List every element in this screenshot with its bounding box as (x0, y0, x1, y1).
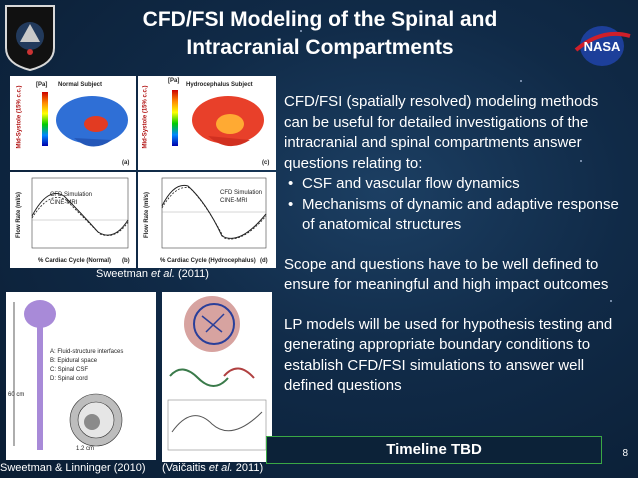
star (520, 80, 522, 82)
flow-plot-normal (31, 177, 129, 249)
figure-spine-model: 60 cm A: Fluid-structure interfaces B: E… (6, 292, 156, 460)
legend-cfd: CFD Simulation (220, 190, 263, 196)
spine-legend-a: A: Fluid-structure interfaces (50, 349, 124, 355)
bullet-item: Mechanisms of dynamic and adaptive respo… (288, 195, 626, 236)
x-axis-label-normal: % Cardiac Cycle (Normal) (38, 258, 112, 264)
page-number: 8 (622, 448, 628, 459)
spine-geometry-render (13, 300, 56, 450)
figure-hydrocephalus-subject: Hydrocephalus Subject [Pa] Mid-Systole (… (138, 76, 276, 170)
caption-sweetman-2011: Sweetman et al. (2011) (96, 268, 209, 280)
spine-legend-d: D: Spinal cord (50, 376, 88, 382)
figure-label-b: (b) (122, 258, 130, 264)
figure-label-c: (c) (262, 160, 270, 166)
y-axis-label: Flow Rate (ml/s) (144, 191, 151, 239)
spine-legend-c: C: Spinal CSF (50, 367, 89, 373)
mid-systole-label: Mid-Systole (15% c.c.) (142, 85, 149, 149)
colorbar (172, 90, 178, 146)
hydro-subject-label: Hydrocephalus Subject (186, 82, 253, 88)
figure-vascular-network (162, 292, 272, 462)
caption-vaicaitis: (Vaičaitis et al. 2011) (162, 462, 264, 474)
legend-cine: CINE-MRI (50, 200, 78, 206)
y-axis-label: Flow Rate (ml/s) (16, 191, 23, 239)
figure-normal-subject: Normal Subject [Pa] Mid-Systole (15% c.c… (10, 76, 136, 170)
star (610, 300, 612, 302)
pressure-unit: [Pa] (36, 82, 48, 88)
spine-cross-section (69, 393, 123, 447)
pressure-unit: [Pa] (168, 78, 180, 84)
mid-systole-label: Mid-Systole (15% c.c.) (16, 85, 23, 149)
star (300, 30, 302, 32)
caption-sweetman-linninger: Sweetman & Linninger (2010) (0, 462, 146, 474)
spine-legend-b: B: Epidural space (50, 358, 98, 364)
title-line-2: Intracranial Compartments (186, 36, 454, 59)
mission-patch-logo (5, 5, 55, 72)
nasa-logo: NASA (574, 26, 631, 66)
body-text: CFD/FSI (spatially resolved) modeling me… (284, 92, 626, 397)
colorbar (42, 92, 48, 146)
legend-cine: CINE-MRI (220, 198, 248, 204)
legend-cfd: CFD Simulation (50, 192, 93, 198)
figure-flow-hydrocephalus: Flow Rate (ml/s) CFD Simulation CINE-MRI… (138, 172, 276, 268)
svg-text:NASA: NASA (584, 39, 621, 54)
spine-legend: A: Fluid-structure interfaces B: Epidura… (50, 348, 123, 384)
title-line-1: CFD/FSI Modeling of the Spinal and (142, 8, 498, 31)
flow-plot-hydrocephalus (161, 177, 267, 249)
spine-width-label: 1.2 cm (76, 446, 95, 452)
star (580, 160, 582, 162)
figure-label-a: (a) (122, 160, 130, 166)
intro-paragraph: CFD/FSI (spatially resolved) modeling me… (284, 93, 599, 172)
slide-title: CFD/FSI Modeling of the Spinal and Intra… (70, 6, 570, 62)
x-axis-label-hydro: % Cardiac Cycle (Hydrocephalus) (160, 258, 256, 264)
timeline-box: Timeline TBD (266, 436, 602, 464)
figure-flow-normal: Flow Rate (ml/s) CFD Simulation CINE-MRI… (10, 172, 136, 268)
scope-paragraph: Scope and questions have to be well defi… (284, 255, 609, 294)
lp-models-paragraph: LP models will be used for hypothesis te… (284, 315, 613, 395)
brain-pressure-render (56, 96, 128, 147)
vascular-render (167, 296, 267, 451)
brain-pressure-render (192, 96, 264, 147)
bullet-item: CSF and vascular flow dynamics (288, 174, 626, 195)
spine-length-label: 60 cm (8, 392, 25, 398)
bullet-list: CSF and vascular flow dynamics Mechanism… (284, 174, 626, 236)
normal-subject-label: Normal Subject (58, 82, 103, 88)
figure-label-d: (d) (260, 258, 268, 264)
